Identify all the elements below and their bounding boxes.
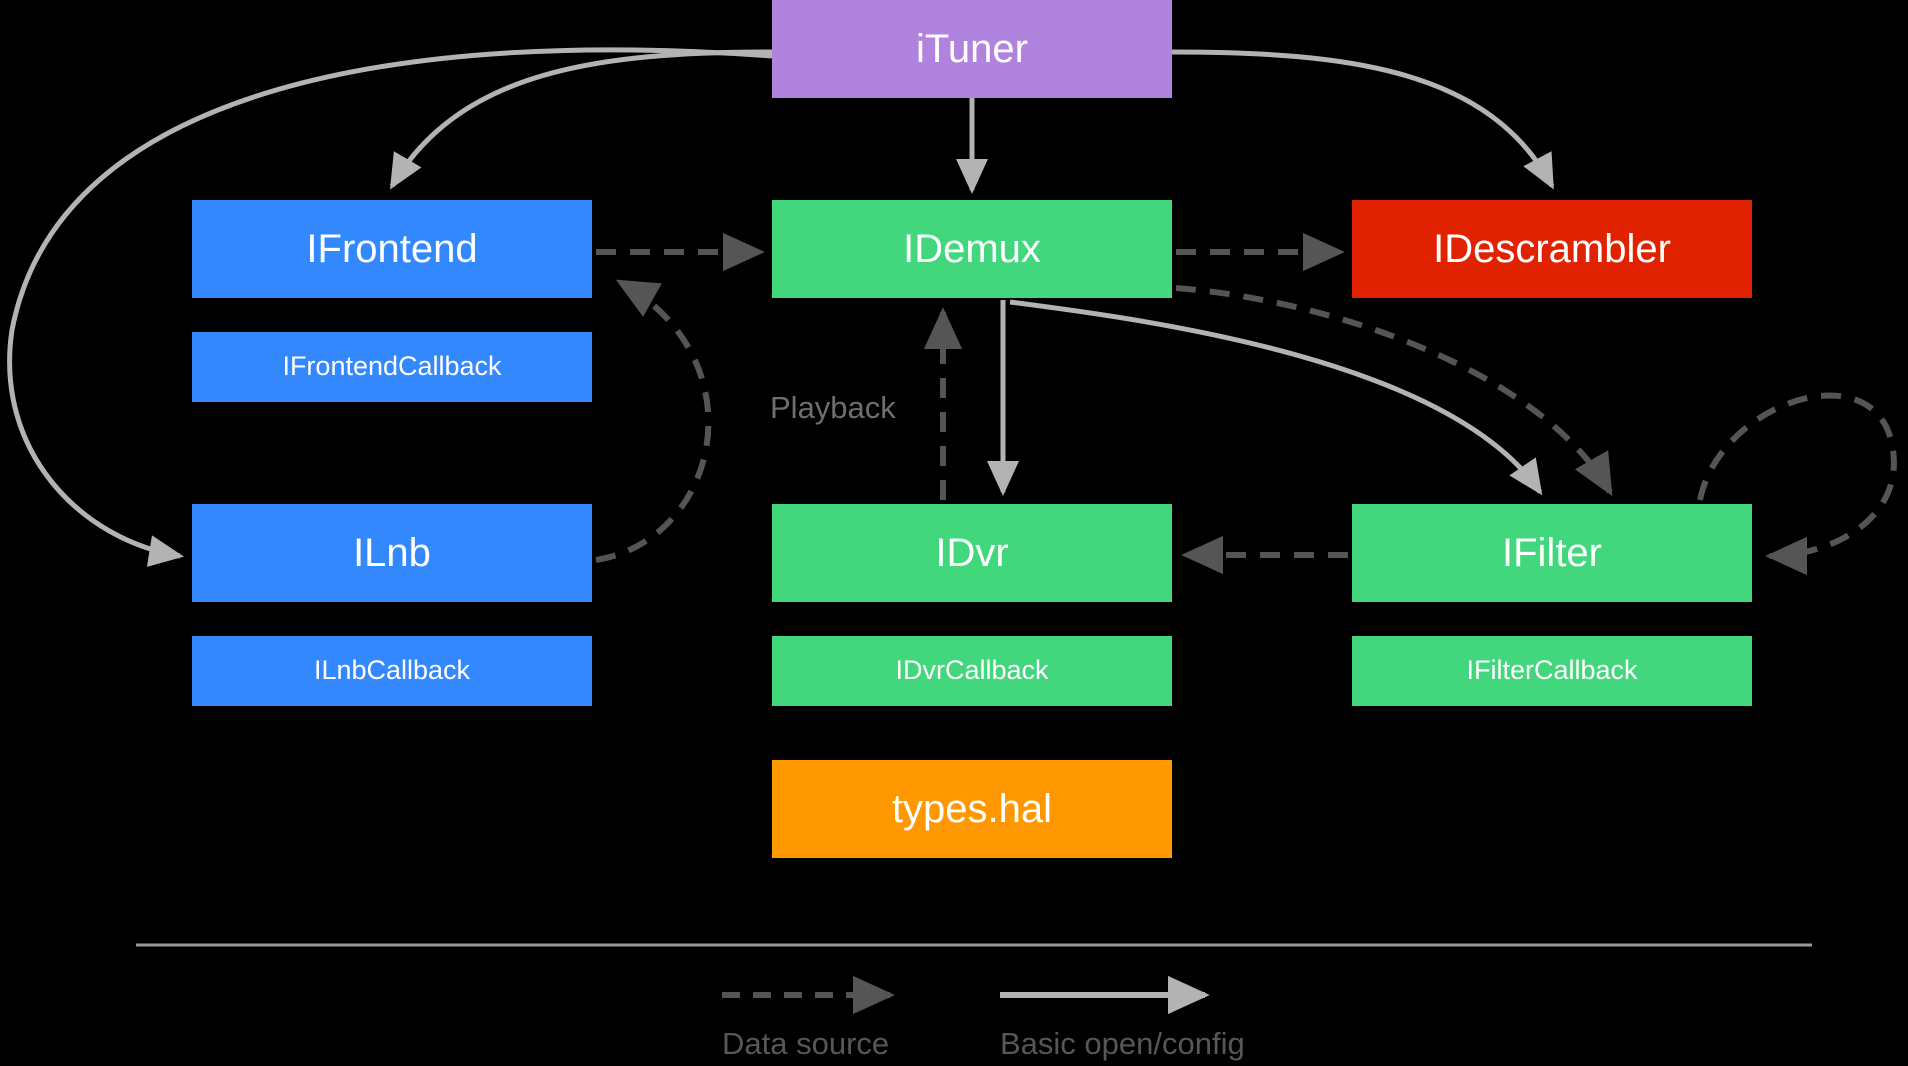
node-label: IFrontendCallback <box>282 351 502 382</box>
node-ituner[interactable]: iTuner <box>772 0 1172 98</box>
node-label: IFilterCallback <box>1466 655 1638 686</box>
node-label: IDvr <box>935 531 1009 575</box>
node-label: ILnbCallback <box>313 655 471 686</box>
node-label: types.hal <box>891 787 1053 831</box>
node-ifrontendcallback[interactable]: IFrontendCallback <box>192 332 592 402</box>
node-label: IDescrambler <box>1433 227 1671 271</box>
legend-label-basic-open-config: Basic open/config <box>1000 1026 1245 1061</box>
edge-idemux-to-ifilter-dashed <box>1175 285 1613 497</box>
node-ifrontend[interactable]: IFrontend <box>192 200 592 298</box>
edge-ituner-to-ifrontend <box>389 49 773 190</box>
edge-ituner-to-ilnb <box>7 47 773 567</box>
edge-ituner-to-idescrambler <box>1171 49 1555 190</box>
node-types-hal[interactable]: types.hal <box>772 760 1172 858</box>
node-idvr[interactable]: IDvr <box>772 504 1172 602</box>
node-label: IDvrCallback <box>895 655 1049 686</box>
node-label: iTuner <box>916 27 1028 71</box>
edge-idemux-to-ifilter-solid <box>1009 299 1543 496</box>
node-label: IFrontend <box>306 227 478 271</box>
edge-label-playback: Playback <box>770 390 896 425</box>
node-label: ILnb <box>353 531 431 575</box>
node-label: IDemux <box>903 227 1041 271</box>
legend-label-data-source: Data source <box>722 1026 890 1061</box>
edge-ilnb-to-ifrontend <box>595 279 712 563</box>
node-idemux[interactable]: IDemux <box>772 200 1172 298</box>
node-ifilter[interactable]: IFilter <box>1352 504 1752 602</box>
node-ilnb[interactable]: ILnb <box>192 504 592 602</box>
node-ifiltercallback[interactable]: IFilterCallback <box>1352 636 1752 706</box>
node-idescrambler[interactable]: IDescrambler <box>1352 200 1752 298</box>
node-ilnbcallback[interactable]: ILnbCallback <box>192 636 592 706</box>
node-label: IFilter <box>1502 531 1602 575</box>
node-idvrcallback[interactable]: IDvrCallback <box>772 636 1172 706</box>
